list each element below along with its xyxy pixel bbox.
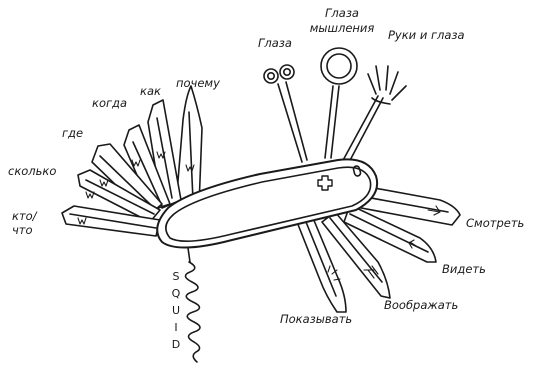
- squid-letter-d: D: [169, 336, 183, 353]
- label-pochemu: почему: [176, 78, 220, 90]
- squid-letter-i: I: [169, 319, 183, 336]
- tool-glaza-ring-right: [280, 65, 294, 79]
- squid-letter-s: S: [169, 268, 183, 285]
- corkscrew: [185, 248, 200, 362]
- label-gde: где: [62, 128, 83, 140]
- label-smotret: Смотреть: [466, 218, 524, 230]
- label-glaza-myshleniya-line2: мышления: [306, 23, 378, 35]
- eye-tools: [264, 48, 406, 166]
- squid-letter-u: U: [169, 302, 183, 319]
- squid-acronym: S Q U I D: [169, 268, 183, 353]
- tool-hand-stem: [341, 96, 378, 164]
- label-kak: как: [140, 86, 161, 98]
- tool-glaza-ring-left: [264, 69, 278, 83]
- label-kto-line1: кто/: [12, 211, 37, 223]
- label-videt: Видеть: [442, 264, 486, 276]
- blade-pochemu: [176, 86, 202, 206]
- label-glaza: Глаза: [258, 38, 292, 50]
- squid-letter-q: Q: [169, 285, 183, 302]
- label-ruki-i-glaza: Руки и глаза: [388, 30, 465, 42]
- label-voobrazhat: Воображать: [384, 300, 458, 312]
- label-glaza-myshleniya: Глаза мышления: [306, 8, 378, 34]
- label-glaza-myshleniya-line1: Глаза: [306, 8, 378, 20]
- label-kto-line2: что: [12, 225, 33, 237]
- label-skolko: сколько: [8, 166, 56, 178]
- tool-hand: [368, 66, 406, 104]
- label-kogda: когда: [92, 98, 127, 110]
- label-pokazyvat: Показывать: [280, 314, 352, 326]
